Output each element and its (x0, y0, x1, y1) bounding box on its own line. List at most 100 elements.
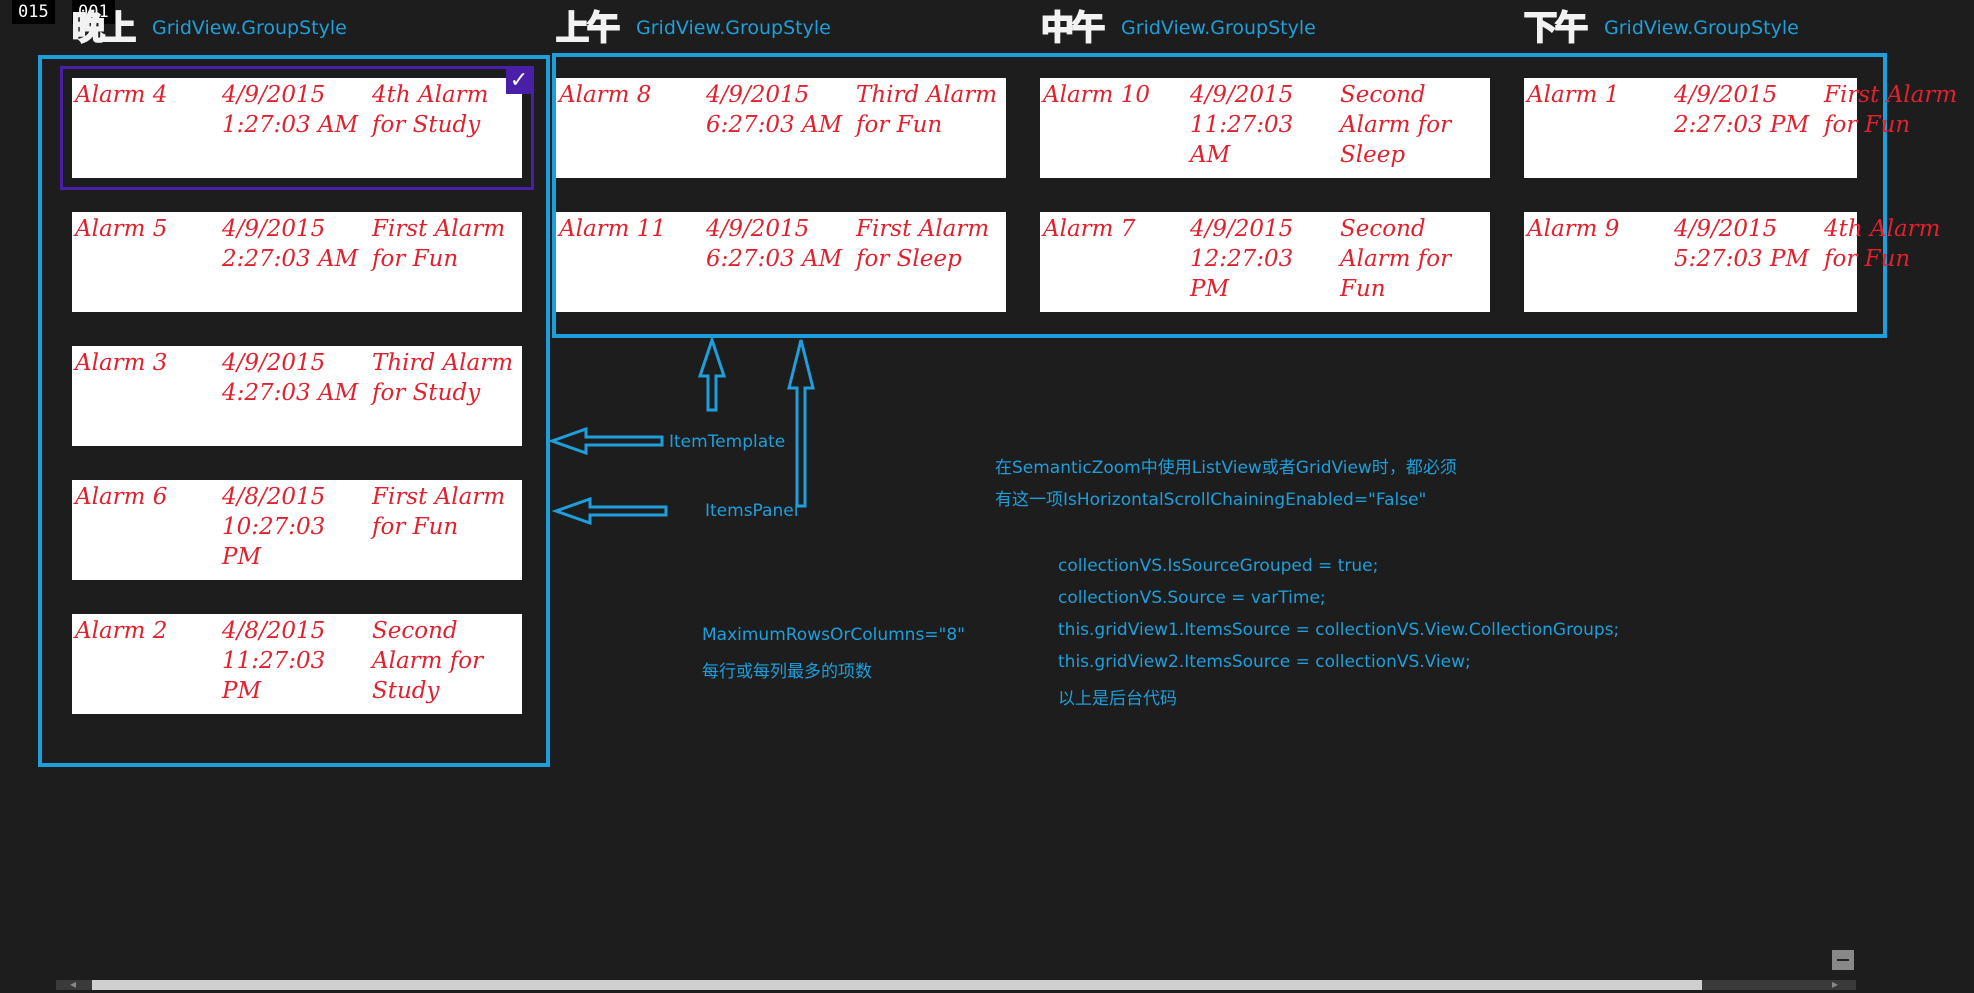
alarm-date-time: 11:27:03 AM (1190, 112, 1294, 168)
alarm-description: Second Alarm for Sleep (1340, 82, 1452, 168)
group-header-glyph: 晚上 (71, 7, 137, 48)
alarm-date-time: 4:27:03 AM (222, 380, 359, 406)
alarm-date: 4/9/2015 6:27:03 AM (706, 214, 854, 274)
alarm-date-day: 4/9/2015 (706, 216, 810, 242)
alarm-date-time: 2:27:03 PM (1674, 112, 1810, 138)
semantic-zoom-note-line1: 在SemanticZoom中使用ListView或者GridView时，都必须 (995, 458, 1457, 478)
alarm-date-day: 4/8/2015 (222, 484, 326, 510)
code-line: collectionVS.IsSourceGrouped = true; (1058, 556, 1379, 576)
arrow-up-item-template (697, 335, 727, 412)
alarm-date-time: 11:27:03 PM (222, 648, 326, 704)
alarm-date-time: 10:27:03 PM (222, 514, 326, 570)
list-item[interactable]: Alarm 3 4/9/2015 4:27:03 AM Third Alarm f… (72, 346, 522, 446)
group-header-morning: 上午 GridView.GroupStyle (555, 7, 831, 48)
alarm-date: 4/9/2015 12:27:03 PM (1190, 214, 1338, 304)
alarm-date-day: 4/9/2015 (1190, 216, 1294, 242)
alarm-date: 4/9/2015 1:27:03 AM (222, 80, 370, 140)
alarm-date-time: 1:27:03 AM (222, 112, 359, 138)
alarm-description: First Alarm for Fun (372, 216, 506, 272)
list-item[interactable]: Alarm 2 4/8/2015 11:27:03 PM Second Alarm… (72, 614, 522, 714)
horizontal-scrollbar[interactable]: ◂ ▸ (56, 977, 1856, 991)
alarm-date-day: 4/9/2015 (706, 82, 810, 108)
scroll-left-icon[interactable]: ◂ (70, 977, 77, 991)
alarm-date-time: 6:27:03 AM (706, 112, 843, 138)
alarm-date: 4/9/2015 2:27:03 PM (1674, 80, 1822, 140)
alarm-date: 4/9/2015 6:27:03 AM (706, 80, 854, 140)
grid-item[interactable]: Alarm 7 4/9/2015 12:27:03 PM Second Alarm… (1040, 212, 1490, 312)
alarm-date-day: 4/9/2015 (222, 82, 326, 108)
minus-icon (1837, 959, 1849, 961)
alarm-description: Second Alarm for Fun (1340, 216, 1452, 302)
group-header-label: GridView.GroupStyle (152, 17, 347, 39)
group-header-afternoon: 下午 GridView.GroupStyle (1523, 7, 1799, 48)
alarm-description: 4th Alarm for Study (372, 82, 489, 138)
alarm-name: Alarm 10 (1043, 82, 1151, 108)
alarm-date-day: 4/9/2015 (222, 216, 326, 242)
alarm-date: 4/8/2015 11:27:03 PM (222, 616, 370, 706)
alarm-name: Alarm 2 (75, 618, 168, 644)
alarm-description: First Alarm for Fun (372, 484, 506, 540)
grid-item[interactable]: Alarm 11 4/9/2015 6:27:03 AM First Alarm … (556, 212, 1006, 312)
arrow-left-item-template (547, 426, 664, 456)
max-rows-note-line1: MaximumRowsOrColumns="8" (702, 625, 966, 645)
zoom-out-button[interactable] (1832, 950, 1854, 970)
group-header-label: GridView.GroupStyle (1121, 17, 1316, 39)
group-header-noon: 中午 GridView.GroupStyle (1040, 7, 1316, 48)
alarm-date-day: 4/9/2015 (1674, 82, 1778, 108)
alarm-date: 4/9/2015 5:27:03 PM (1674, 214, 1822, 274)
arrow-up-items-panel (787, 339, 815, 508)
group-header-label: GridView.GroupStyle (636, 17, 831, 39)
group-header-glyph: 中午 (1040, 7, 1106, 48)
arrow-left-items-panel (551, 496, 668, 526)
alarm-description: Third Alarm for Fun (856, 82, 998, 138)
alarm-date-time: 2:27:03 AM (222, 246, 359, 272)
alarm-date-time: 12:27:03 PM (1190, 246, 1294, 302)
alarm-name: Alarm 6 (75, 484, 168, 510)
semantic-zoom-note-line2: 有这一项IsHorizontalScrollChainingEnabled="F… (995, 490, 1427, 510)
list-item[interactable]: Alarm 4 4/9/2015 1:27:03 AM 4th Alarm for… (72, 78, 522, 178)
alarm-description: 4th Alarm for Fun (1824, 216, 1941, 272)
item-template-label: ItemTemplate (669, 432, 786, 452)
max-rows-note-line2: 每行或每列最多的项数 (702, 662, 872, 682)
alarm-name: Alarm 11 (559, 216, 667, 242)
alarm-description: Second Alarm for Study (372, 618, 484, 704)
group-header-glyph: 下午 (1523, 7, 1589, 48)
alarm-name: Alarm 9 (1527, 216, 1620, 242)
debug-counter-left: 015 (12, 0, 55, 24)
code-line: 以上是后台代码 (1058, 689, 1177, 709)
alarm-description: First Alarm for Sleep (856, 216, 990, 272)
grid-item[interactable]: Alarm 8 4/9/2015 6:27:03 AM Third Alarm f… (556, 78, 1006, 178)
alarm-date-time: 6:27:03 AM (706, 246, 843, 272)
list-item[interactable]: Alarm 5 4/9/2015 2:27:03 AM First Alarm f… (72, 212, 522, 312)
code-line: collectionVS.Source = varTime; (1058, 588, 1326, 608)
alarm-date: 4/8/2015 10:27:03 PM (222, 482, 370, 572)
alarm-date-day: 4/8/2015 (222, 618, 326, 644)
scroll-right-icon[interactable]: ▸ (1832, 977, 1839, 991)
alarm-date-time: 5:27:03 PM (1674, 246, 1810, 272)
items-panel-box (552, 53, 1887, 338)
alarm-date-day: 4/9/2015 (222, 350, 326, 376)
alarm-name: Alarm 7 (1043, 216, 1136, 242)
item-template-box (38, 55, 550, 767)
annotation-arrows (547, 335, 815, 526)
debug-counter-right: 001 (72, 0, 115, 24)
scrollbar-thumb[interactable] (92, 980, 1702, 990)
alarm-date-day: 4/9/2015 (1674, 216, 1778, 242)
items-panel-label: ItemsPanel (705, 501, 799, 521)
alarm-name: Alarm 5 (75, 216, 168, 242)
grid-item[interactable]: Alarm 9 4/9/2015 5:27:03 PM 4th Alarm for… (1524, 212, 1940, 312)
alarm-date: 4/9/2015 2:27:03 AM (222, 214, 370, 274)
alarm-name: Alarm 1 (1527, 82, 1620, 108)
list-item[interactable]: Alarm 6 4/8/2015 10:27:03 PM First Alarm … (72, 480, 522, 580)
alarm-name: Alarm 8 (559, 82, 652, 108)
checkmark-icon: ✓ (506, 68, 532, 94)
alarm-date: 4/9/2015 4:27:03 AM (222, 348, 370, 408)
alarm-description: Third Alarm for Study (372, 350, 514, 406)
code-line: this.gridView2.ItemsSource = collectionV… (1058, 652, 1471, 672)
code-line: this.gridView1.ItemsSource = collectionV… (1058, 620, 1620, 640)
alarm-name: Alarm 3 (75, 350, 168, 376)
alarm-name: Alarm 4 (75, 82, 168, 108)
